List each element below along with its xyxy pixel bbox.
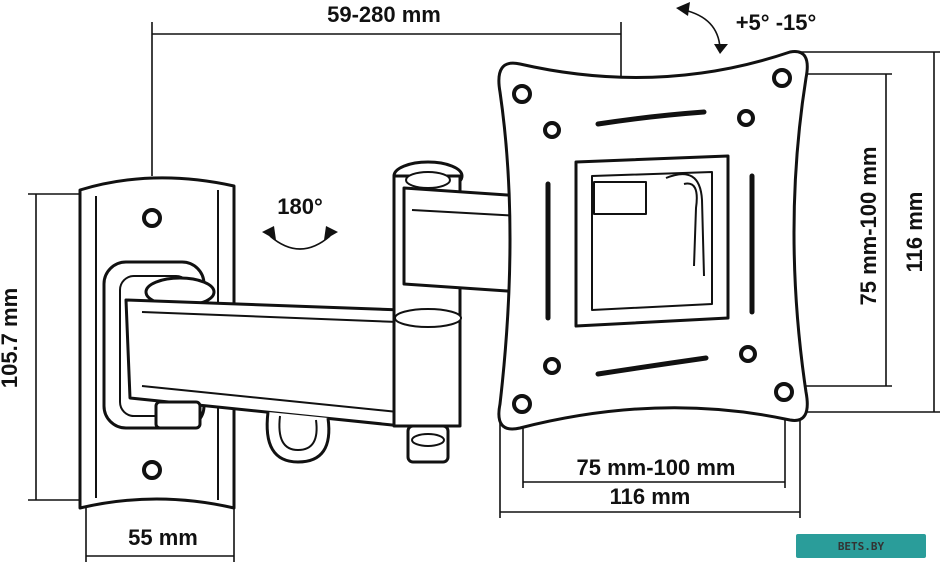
swivel-label: 180° [277, 194, 323, 219]
tilt-label: +5° -15° [736, 10, 817, 35]
plate-width-label: 116 mm [610, 484, 691, 509]
arm-extension-label: 59-280 mm [327, 2, 441, 27]
vesa-horizontal-label: 75 mm-100 mm [577, 455, 736, 480]
wall-plate-bottom-hole [142, 460, 162, 480]
wall-plate-height-label: 105.7 mm [0, 288, 22, 388]
vesa-hole-tl [512, 84, 532, 104]
vesa-plate [497, 50, 809, 431]
watermark-badge: BETS.BY [796, 534, 926, 558]
plate-height-label: 116 mm [902, 192, 927, 273]
wall-plate-width-label: 55 mm [128, 525, 198, 550]
vesa-hole-tr [772, 68, 792, 88]
upper-arm [402, 186, 524, 294]
vesa-vertical-label: 75 mm-100 mm [856, 147, 881, 306]
swivel-arrow-icon [262, 226, 338, 250]
tilt-arrow-icon [676, 2, 728, 54]
lower-arm [124, 276, 404, 464]
watermark-text: BETS.BY [838, 540, 885, 553]
vesa-hole-br [774, 382, 794, 402]
dimension-lines [28, 22, 940, 562]
vesa-hole-bl [512, 394, 532, 414]
wall-plate-top-hole [142, 208, 162, 228]
